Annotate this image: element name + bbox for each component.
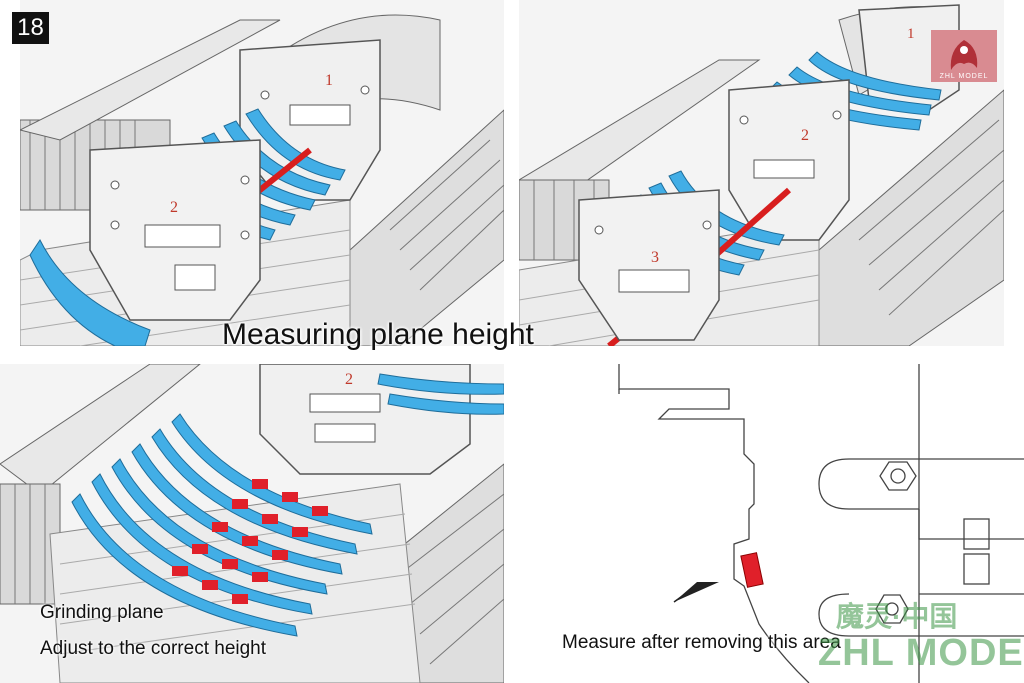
frame-part-2	[259, 364, 471, 475]
red-mark	[252, 572, 268, 582]
logo-emblem-icon	[950, 40, 978, 70]
panel-top-right-illustration: 1 2 3	[519, 0, 1004, 346]
caption-adjust-height: Adjust to the correct height	[40, 638, 267, 659]
left-top-rail	[519, 59, 761, 201]
panel-bottom-right-diagram	[519, 364, 1024, 683]
frame-outline	[618, 364, 810, 683]
red-mark	[252, 479, 268, 489]
red-mark	[212, 522, 228, 532]
brand-logo: ZHL MODEL	[931, 30, 997, 82]
blue-plank-group	[71, 413, 373, 637]
nut-hole-upper	[890, 468, 906, 484]
slot-outline	[818, 458, 919, 510]
left-top-rail	[20, 19, 281, 141]
hull-interior-illustration-2: 1 2 3	[519, 4, 1004, 346]
nut-hole-lower	[885, 602, 899, 616]
caption-grinding-plane: Grinding plane	[40, 602, 164, 623]
pointer-arrow-icon	[674, 582, 719, 602]
frame-label-1: 1	[907, 26, 915, 42]
red-mark	[232, 594, 248, 604]
red-mark	[262, 514, 278, 524]
hull-interior-illustration-3: 2	[0, 364, 504, 683]
logo-text: ZHL MODEL	[939, 73, 989, 80]
detail-line-drawing	[618, 364, 1024, 683]
watermark-chinese: 魔灵·中国	[836, 601, 958, 632]
frame-label-2: 2	[345, 371, 353, 388]
frame-part-3	[578, 189, 720, 341]
red-mark	[202, 580, 218, 590]
step-number-badge: 18	[12, 12, 49, 44]
frame-label-3: 3	[651, 249, 659, 266]
nut-hex-lower	[875, 594, 909, 624]
red-mark	[232, 499, 248, 509]
caption-measure-after-removing: Measure after removing this area	[562, 632, 841, 653]
red-measure-marks	[172, 479, 328, 604]
red-mark	[282, 492, 298, 502]
panel-top-left-illustration: 1 2	[20, 0, 504, 346]
page-title: Measuring plane height	[222, 318, 534, 351]
remove-area-marker	[740, 552, 764, 588]
watermark-english: ZHL MODEL	[818, 632, 1024, 674]
red-mark	[172, 566, 188, 576]
red-mark	[242, 536, 258, 546]
hull-interior-illustration-1: 1 2	[20, 14, 504, 346]
blue-plank-group-back	[377, 373, 504, 415]
red-mark	[312, 506, 328, 516]
panel-bottom-left-illustration: 2	[0, 364, 504, 683]
red-mark	[192, 544, 208, 554]
frame-label-1: 1	[325, 72, 333, 89]
red-mark	[292, 527, 308, 537]
frame-label-2: 2	[170, 199, 178, 216]
frame-label-2: 2	[801, 127, 809, 144]
lower-slot-outline	[818, 593, 1024, 637]
red-mark	[222, 559, 238, 569]
red-mark	[272, 550, 288, 560]
nut-hex-upper	[879, 461, 917, 491]
